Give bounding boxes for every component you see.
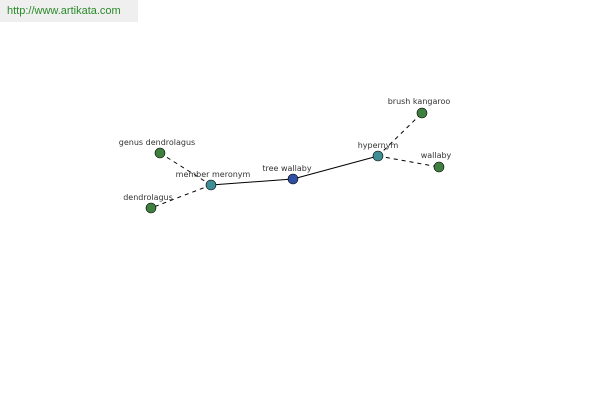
node-label-tree-wallaby[interactable]: tree wallaby: [262, 164, 312, 173]
edge-hypernym-to-wallaby: [377, 155, 440, 168]
nodes-layer: [145, 107, 445, 214]
edge-member-meronym-to-genus-dendrolagus: [159, 152, 212, 186]
node-label-genus-dendrolagus[interactable]: genus dendrolagus: [119, 138, 195, 147]
edge-member-meronym-to-dendrolagus: [150, 184, 212, 209]
node-label-member-meronym[interactable]: member meronym: [176, 170, 251, 179]
node-member-meronym[interactable]: [205, 179, 217, 191]
edge-tree-wallaby-to-member-meronym: [210, 178, 294, 186]
node-label-brush-kangaroo[interactable]: brush kangaroo: [388, 97, 451, 106]
node-tree-wallaby[interactable]: [287, 173, 299, 185]
edge-hypernym-to-brush-kangaroo: [377, 112, 423, 157]
edges-layer: [150, 112, 440, 209]
watermark-bar: http://www.artikata.com: [0, 0, 138, 22]
node-label-dendrolagus[interactable]: dendrolagus: [123, 193, 173, 202]
node-genus-dendrolagus[interactable]: [154, 147, 166, 159]
node-hypernym[interactable]: [372, 150, 384, 162]
node-label-wallaby[interactable]: wallaby: [421, 151, 452, 160]
edge-tree-wallaby-to-hypernym: [292, 155, 379, 180]
node-label-hypernym[interactable]: hypernym: [358, 141, 399, 150]
node-brush-kangaroo[interactable]: [416, 107, 428, 119]
labels-layer: tree wallaby hypernym member meronym brush …: [119, 97, 452, 202]
watermark-url[interactable]: http://www.artikata.com: [7, 5, 121, 17]
node-wallaby[interactable]: [433, 161, 445, 173]
node-dendrolagus[interactable]: [145, 202, 157, 214]
